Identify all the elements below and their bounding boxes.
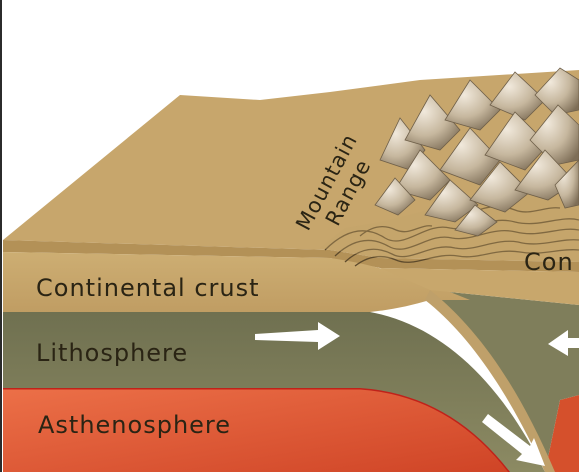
- asthenosphere-label: Asthenosphere: [38, 411, 231, 439]
- continental-crust-label: Continental crust: [36, 274, 260, 302]
- continental-crust-right-label: Con: [524, 248, 574, 276]
- lithosphere-label: Lithosphere: [36, 339, 188, 367]
- left-border: [0, 0, 2, 472]
